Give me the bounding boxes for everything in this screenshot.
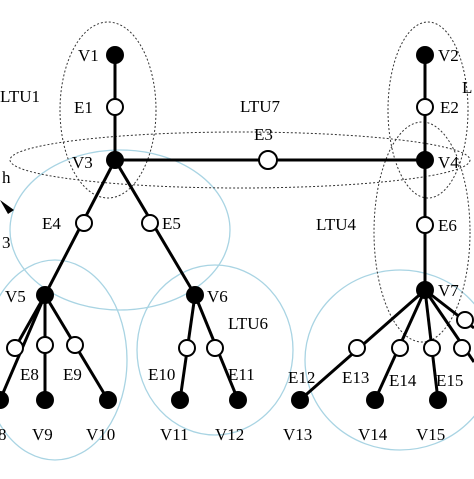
label-e8: E8 (20, 365, 39, 384)
label-ltu7: LTU7 (240, 97, 280, 116)
edge-node-e2 (416, 98, 434, 116)
label-v15: V15 (416, 425, 445, 444)
vertex-v15 (429, 391, 447, 409)
edge-node-e16 (456, 311, 474, 329)
vertex-v2 (416, 46, 434, 64)
label-ltu2-partial: L (462, 78, 472, 97)
label-v8: 8 (0, 425, 7, 444)
label-e2: E2 (440, 98, 459, 117)
label-e11: E11 (228, 365, 255, 384)
label-ltu6: LTU6 (228, 314, 268, 333)
vertex-v10 (99, 391, 117, 409)
label-e5: E5 (162, 214, 181, 233)
label-v13: V13 (283, 425, 312, 444)
label-v6: V6 (207, 287, 228, 306)
edge-node-e14 (423, 339, 441, 357)
edge-node-e6 (416, 216, 434, 234)
label-ltu4: LTU4 (316, 215, 356, 234)
label-v9: V9 (32, 425, 53, 444)
vertex-v4 (416, 151, 434, 169)
ltu1-region (59, 21, 157, 199)
arrow-icon (0, 200, 14, 214)
vertex-v1 (106, 46, 124, 64)
edge-node-e11 (206, 339, 224, 357)
label-v1: V1 (78, 46, 99, 65)
label-e14: E14 (389, 371, 417, 390)
vertex-v14 (366, 391, 384, 409)
ltu-region-v7 (304, 269, 474, 451)
label-ltu3-partial: 3 (2, 233, 11, 252)
label-v4: V4 (438, 153, 459, 172)
label-v12: V12 (215, 425, 244, 444)
vertex-v3 (106, 151, 124, 169)
label-e10: E10 (148, 365, 175, 384)
vertex-v5 (36, 286, 54, 304)
edge-node-e8 (36, 336, 54, 354)
label-e13: E13 (342, 368, 369, 387)
ltu2-region (387, 21, 469, 199)
edge-node-e9 (66, 336, 84, 354)
ltu4-region (373, 121, 471, 343)
edge-node-e4 (75, 214, 93, 232)
edge-node-e3 (258, 150, 278, 170)
label-v10: V10 (86, 425, 115, 444)
label-e3: E3 (254, 125, 273, 144)
vertex-v8 (0, 391, 9, 409)
ltu-region-left-lower (0, 259, 128, 461)
label-e4: E4 (42, 214, 61, 233)
label-e12: E12 (288, 368, 315, 387)
edge-node-e12 (348, 339, 366, 357)
label-v5: V5 (5, 287, 26, 306)
edge-node-e13 (391, 339, 409, 357)
label-e9: E9 (63, 365, 82, 384)
label-v7: V7 (438, 281, 459, 300)
edge-node-e10 (178, 339, 196, 357)
label-ltu1: LTU1 (0, 87, 40, 106)
label-v2: V2 (438, 46, 459, 65)
edge-node-e7 (6, 339, 24, 357)
vertex-v6 (186, 286, 204, 304)
ltu6-region (136, 264, 294, 436)
label-v11: V11 (160, 425, 189, 444)
ltu7-region (9, 131, 471, 189)
vertex-v7 (416, 281, 434, 299)
vertex-v13 (291, 391, 309, 409)
ltu-region-v3 (9, 149, 231, 311)
vertex-v11 (171, 391, 189, 409)
label-e1: E1 (74, 98, 93, 117)
label-v3: V3 (72, 153, 93, 172)
vertex-v12 (229, 391, 247, 409)
label-left-partial: h (2, 168, 11, 187)
label-e6: E6 (438, 216, 457, 235)
edge-node-e15 (453, 339, 471, 357)
edge-node-e1 (106, 98, 124, 116)
link-v5-extra (13, 294, 47, 349)
label-v14: V14 (358, 425, 388, 444)
vertex-v9 (36, 391, 54, 409)
edge-node-e5 (141, 214, 159, 232)
label-e15: E15 (436, 371, 463, 390)
